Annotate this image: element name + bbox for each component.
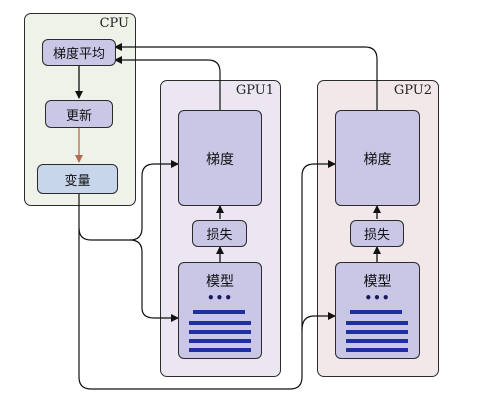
gpu1-model-layer-bar	[189, 339, 251, 343]
gpu1-gradient-node: 梯度	[178, 110, 262, 206]
gpu2-loss-node: 损失	[350, 220, 404, 247]
grad-avg-node: 梯度平均	[42, 39, 116, 66]
gpu2-model-layer-bar	[346, 330, 408, 334]
gpu1-model-layer-bar	[193, 310, 245, 314]
gpu2-gradient-label: 梯度	[363, 152, 392, 168]
gpu2-model-layer-bar	[346, 348, 408, 352]
gpu1-loss-label: 损失	[206, 228, 233, 243]
arrow-variables-to-gpu1-model	[129, 239, 179, 322]
gpu1-model-layer-bar	[189, 330, 251, 334]
gpu1-panel-title: GPU1	[235, 83, 274, 98]
arrow-gpu2-gradient-to-grad-avg	[114, 43, 378, 110]
gpu2-model-node: 模型 •••	[335, 262, 420, 359]
gpu1-model-layer-bar	[189, 348, 251, 352]
gpu2-model-label: 模型	[363, 274, 392, 290]
gpu1-model-node: 模型 •••	[178, 262, 262, 359]
gpu2-model-layer-bar	[346, 339, 408, 343]
grad-avg-label: 梯度平均	[52, 47, 105, 62]
gpu2-panel-title: GPU2	[393, 83, 432, 98]
cpu-panel-title: CPU	[99, 16, 129, 31]
gpu1-model-layer-bar	[189, 321, 251, 325]
gpu2-model-layer-bar	[346, 321, 408, 325]
gpu2-model-dots: •••	[364, 291, 391, 305]
arrow-gpu1-gradient-to-grad-avg	[114, 56, 221, 110]
update-node: 更新	[45, 100, 113, 128]
update-label: 更新	[65, 108, 92, 124]
arrow-variables-to-gpu1-gradient	[78, 160, 179, 241]
gpu1-model-label: 模型	[206, 274, 234, 290]
gpu1-loss-node: 损失	[192, 220, 247, 247]
variables-node: 变量	[37, 164, 118, 194]
gpu2-gradient-node: 梯度	[335, 110, 420, 206]
gpu1-model-dots: •••	[206, 291, 233, 305]
arrow-variables-to-gpu2-model	[301, 312, 336, 331]
gpu2-loss-label: 损失	[363, 228, 390, 243]
arrow-variables-to-gpu2-gradient	[78, 160, 336, 390]
gpu2-model-layer-bar	[350, 310, 402, 314]
gpu1-gradient-label: 梯度	[206, 152, 234, 168]
variables-label: 变量	[64, 173, 91, 189]
